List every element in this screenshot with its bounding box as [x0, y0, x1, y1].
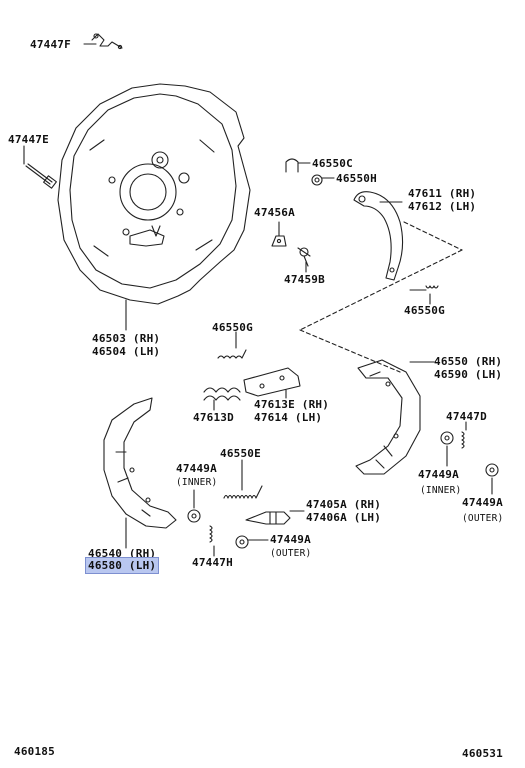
part-47613E-strut — [243, 367, 301, 397]
part-46550C-clip — [285, 158, 299, 173]
part-47447H-spring — [209, 525, 213, 543]
label-46580-highlighted[interactable]: 46580 (LH) — [84, 557, 160, 574]
label-47447F[interactable]: 47447F — [30, 38, 71, 51]
label-47613D[interactable]: 47613D — [193, 411, 234, 424]
label-47613E[interactable]: 47613E (RH) — [254, 398, 330, 411]
label-46550G-left[interactable]: 46550G — [212, 321, 253, 334]
part-47447D-spring — [461, 431, 465, 449]
part-47449A-inner-right — [440, 431, 454, 445]
label-47614[interactable]: 47614 (LH) — [254, 411, 323, 424]
label-47449A-outer-right[interactable]: 47449A — [462, 496, 503, 509]
part-47447E-bolt — [25, 163, 57, 189]
label-46503[interactable]: 46503 (RH) — [92, 332, 161, 345]
part-47405A-adjuster — [245, 511, 291, 525]
label-outer-center: (OUTER) — [270, 548, 312, 559]
part-47459B-bolt — [297, 247, 311, 267]
diagram-code-left: 460185 — [14, 745, 55, 758]
label-47449A-outer-center[interactable]: 47449A — [270, 533, 311, 546]
label-47611[interactable]: 47611 (RH) — [408, 187, 477, 200]
label-46550E[interactable]: 46550E — [220, 447, 261, 460]
part-46503-backing-plate — [57, 83, 251, 305]
part-47449A-outer-center — [235, 535, 249, 549]
label-47449A-inner-right[interactable]: 47449A — [418, 468, 459, 481]
part-47449A-outer-right — [485, 463, 499, 477]
label-47447D[interactable]: 47447D — [446, 410, 487, 423]
part-46540-left-shoe — [103, 397, 177, 529]
part-46550H-washer — [311, 174, 323, 186]
part-47447F-clip — [91, 33, 123, 50]
label-46504[interactable]: 46504 (LH) — [92, 345, 161, 358]
label-47456A[interactable]: 47456A — [254, 206, 295, 219]
label-46540[interactable]: 46540 (RH) — [88, 547, 157, 560]
part-47611-lever — [353, 191, 404, 281]
part-46550E-spring — [223, 485, 263, 499]
label-47405A[interactable]: 47405A (RH) — [306, 498, 382, 511]
label-46590[interactable]: 46590 (LH) — [434, 368, 503, 381]
label-47406A[interactable]: 47406A (LH) — [306, 511, 382, 524]
dashed-linkage-lines — [299, 221, 463, 373]
part-46550G-spring-left — [217, 349, 247, 359]
label-46550C[interactable]: 46550C — [312, 157, 353, 170]
part-46550-right-shoe — [355, 359, 421, 475]
label-outer-right: (OUTER) — [462, 513, 504, 524]
label-47459B[interactable]: 47459B — [284, 273, 325, 286]
part-47449A-inner-left — [187, 509, 201, 523]
part-46550G-spring-right — [409, 285, 439, 291]
label-47612[interactable]: 47612 (LH) — [408, 200, 477, 213]
label-47447H[interactable]: 47447H — [192, 556, 233, 569]
label-inner-left: (INNER) — [176, 477, 218, 488]
diagram-code-right: 460531 — [462, 747, 503, 760]
label-47449A-inner-left[interactable]: 47449A — [176, 462, 217, 475]
label-46550G-right[interactable]: 46550G — [404, 304, 445, 317]
label-46550[interactable]: 46550 (RH) — [434, 355, 503, 368]
label-inner-right: (INNER) — [420, 485, 462, 496]
part-47456A-plate — [271, 235, 287, 247]
label-46550H[interactable]: 46550H — [336, 172, 377, 185]
part-47613D-spring — [203, 387, 241, 401]
label-47447E[interactable]: 47447E — [8, 133, 49, 146]
